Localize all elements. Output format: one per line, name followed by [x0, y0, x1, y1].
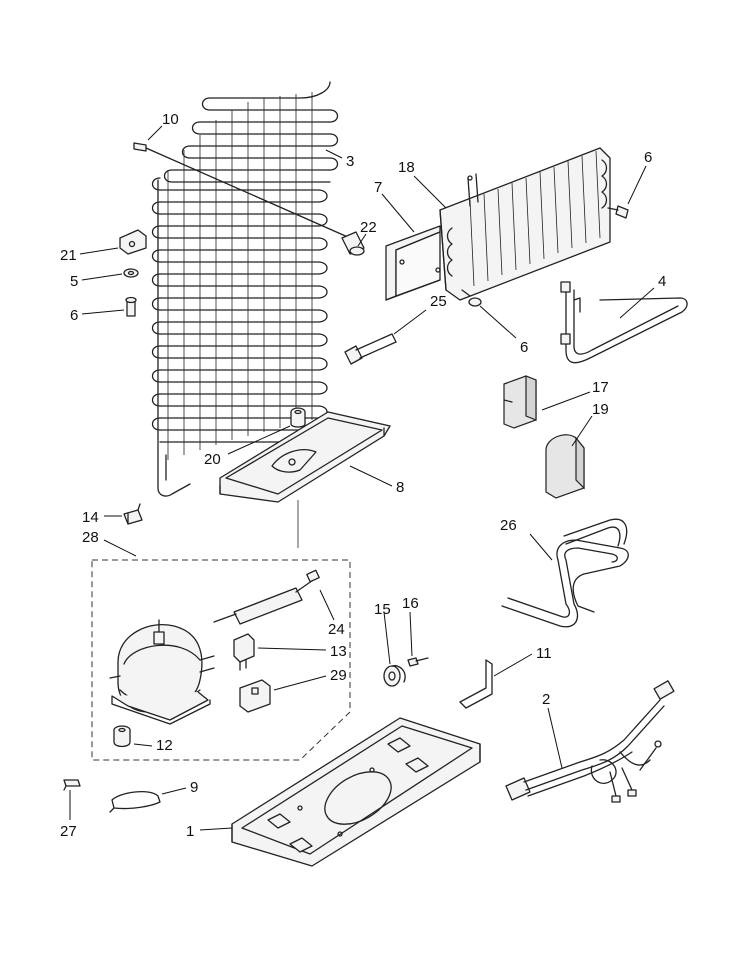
- grommet-12: [113, 725, 131, 748]
- callout-13: 13: [330, 643, 347, 660]
- callout-3: 3: [346, 153, 354, 170]
- drain-pan-8: [219, 411, 391, 503]
- callout-2: 2: [542, 691, 550, 708]
- callout-29: 29: [330, 667, 347, 684]
- callout-1: 1: [186, 823, 194, 840]
- clip-27: [63, 779, 81, 791]
- screw-6-right-top: [607, 205, 629, 219]
- grommet-15: [383, 665, 406, 687]
- callout-9: 9: [190, 779, 198, 796]
- leader-lines: [69, 125, 655, 831]
- callout-10: 10: [162, 111, 179, 128]
- overload-29: [239, 679, 271, 713]
- tube-26: [501, 518, 629, 628]
- callout-7: 7: [374, 179, 382, 196]
- callout-22: 22: [360, 219, 377, 236]
- callout-6-top-right: 6: [644, 149, 652, 166]
- relay-13: [233, 633, 255, 671]
- callout-26: 26: [500, 517, 517, 534]
- screw-6-right-bottom: [461, 289, 482, 307]
- part-11: [459, 659, 493, 709]
- bracket-7: [385, 225, 441, 301]
- callout-21: 21: [60, 247, 77, 264]
- callout-8: 8: [396, 479, 404, 496]
- compressor: [109, 619, 215, 725]
- grommet-22: [341, 231, 365, 256]
- callout-24: 24: [328, 621, 345, 638]
- foam-19: [545, 434, 585, 499]
- callout-4: 4: [658, 273, 666, 290]
- condenser-coil: [151, 81, 339, 497]
- callout-19: 19: [592, 401, 609, 418]
- washer-5: [123, 268, 139, 278]
- callout-15: 15: [374, 601, 391, 618]
- wire-harness-2: [505, 680, 675, 803]
- screw-6-left: [125, 296, 137, 317]
- callout-6-left: 6: [70, 307, 78, 324]
- callout-25: 25: [430, 293, 447, 310]
- clip-21: [119, 229, 147, 255]
- compressor-kit-28-outline: [91, 559, 351, 761]
- callout-6-middle: 6: [520, 339, 528, 356]
- callout-labels: 10 3 18 7 6 22 21 5 6 4 25 6 17 19 20 8 …: [60, 111, 666, 840]
- callout-11: 11: [536, 645, 552, 662]
- callout-28: 28: [82, 529, 99, 546]
- callout-5: 5: [70, 273, 78, 290]
- heater-25: [344, 333, 397, 365]
- screw-10: [133, 142, 351, 239]
- callout-14: 14: [82, 509, 99, 526]
- part-20: [290, 407, 306, 428]
- callout-17: 17: [592, 379, 609, 396]
- base-plate-1: [231, 717, 481, 867]
- callout-16: 16: [402, 595, 419, 612]
- screw-16: [407, 657, 429, 667]
- callout-18: 18: [398, 159, 415, 176]
- foam-17: [503, 375, 537, 429]
- clip-9: [109, 790, 161, 813]
- dryer-24: [213, 569, 320, 625]
- condenser-18: [439, 147, 611, 301]
- callout-12: 12: [156, 737, 173, 754]
- drain-tube-4: [560, 281, 688, 364]
- callout-27: 27: [60, 823, 77, 840]
- clip-14: [123, 503, 143, 525]
- callout-20: 20: [204, 451, 221, 468]
